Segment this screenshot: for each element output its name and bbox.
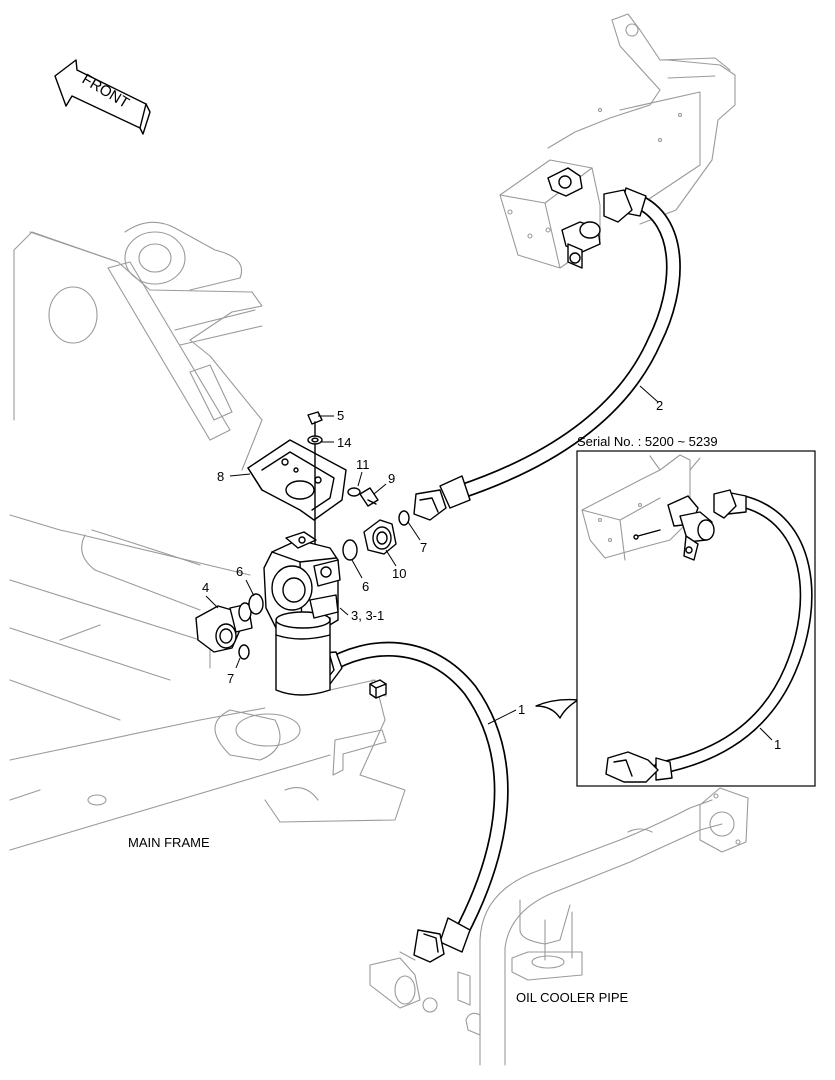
callout-10: 10 xyxy=(392,566,406,581)
callout-6-left: 6 xyxy=(236,564,243,579)
callout-14: 14 xyxy=(337,435,351,450)
callout-8: 8 xyxy=(217,469,224,484)
inset-title: Serial No. : 5200 ~ 5239 xyxy=(577,434,718,449)
hose-2 xyxy=(413,187,681,521)
callout-3: 3, 3-1 xyxy=(351,608,384,623)
callout-7-left: 7 xyxy=(227,671,234,686)
filter-assembly xyxy=(195,411,410,699)
oil-cooler-pipe-label: OIL COOLER PIPE xyxy=(516,990,629,1005)
main-frame-label: MAIN FRAME xyxy=(128,835,210,850)
valve-fittings xyxy=(547,167,601,269)
callout-11: 11 xyxy=(356,457,370,472)
oil-cooler-pipe-background xyxy=(369,787,749,1066)
serial-inset: Serial No. : 5200 ~ 5239 1 xyxy=(576,434,816,787)
callout-7-right: 7 xyxy=(420,540,427,555)
callout-4: 4 xyxy=(202,580,209,595)
valve-bracket-background xyxy=(499,13,736,269)
callout-5: 5 xyxy=(337,408,344,423)
callout-2: 2 xyxy=(656,398,663,413)
main-frame-background xyxy=(9,514,406,851)
inset-frame xyxy=(576,450,816,787)
inset-callout-1: 1 xyxy=(774,737,781,752)
front-direction-arrow: FRONT xyxy=(54,59,151,135)
callouts: 2 5 14 8 11 9 7 10 6 3, 3-1 6 4 7 1 xyxy=(202,385,663,725)
hose-1 xyxy=(311,641,509,963)
callout-9: 9 xyxy=(388,471,395,486)
callout-1: 1 xyxy=(518,702,525,717)
callout-6-right: 6 xyxy=(362,579,369,594)
bracket xyxy=(247,439,347,521)
boom-bracket-background xyxy=(13,221,263,471)
